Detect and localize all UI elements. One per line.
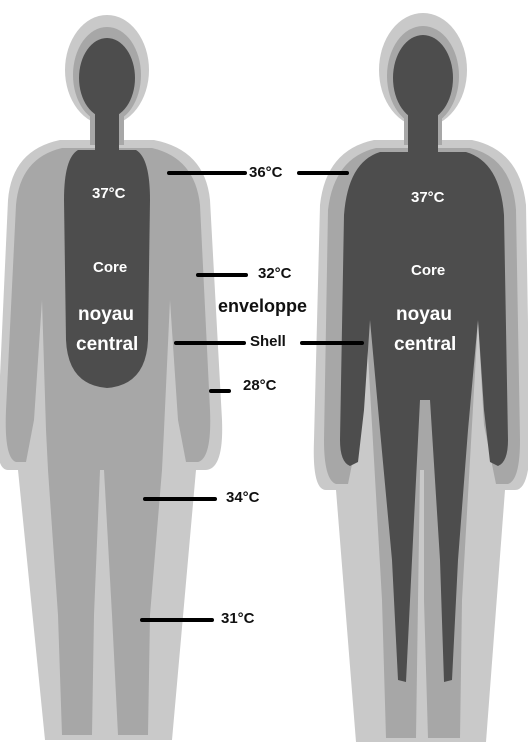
right-core-temperature: 37°C xyxy=(411,190,445,205)
right-core-label-fr-line2: central xyxy=(394,335,456,354)
upper-arm-marker xyxy=(196,273,248,277)
right-core-label-fr-line1: noyau xyxy=(396,305,452,324)
shell-label-fr: enveloppe xyxy=(218,297,307,315)
neck-marker-right xyxy=(297,171,349,175)
left-core-label-fr-line1: noyau xyxy=(78,305,134,324)
neck-marker-left xyxy=(167,171,247,175)
hand-marker xyxy=(209,389,231,393)
neck-temperature: 36°C xyxy=(249,165,283,180)
calf-temperature: 31°C xyxy=(221,611,255,626)
left-core-label-fr-line2: central xyxy=(76,335,138,354)
left-core-label-en: Core xyxy=(93,260,127,275)
shell-label-en: Shell xyxy=(250,334,286,349)
hand-temperature: 28°C xyxy=(243,378,277,393)
right-core-label-en: Core xyxy=(411,263,445,278)
calf-marker xyxy=(140,618,214,622)
thigh-marker xyxy=(143,497,217,501)
shell-marker-left xyxy=(174,341,246,345)
upper-arm-temperature: 32°C xyxy=(258,266,292,281)
thigh-temperature: 34°C xyxy=(226,490,260,505)
left-core-temperature: 37°C xyxy=(92,186,126,201)
shell-marker-right xyxy=(300,341,364,345)
